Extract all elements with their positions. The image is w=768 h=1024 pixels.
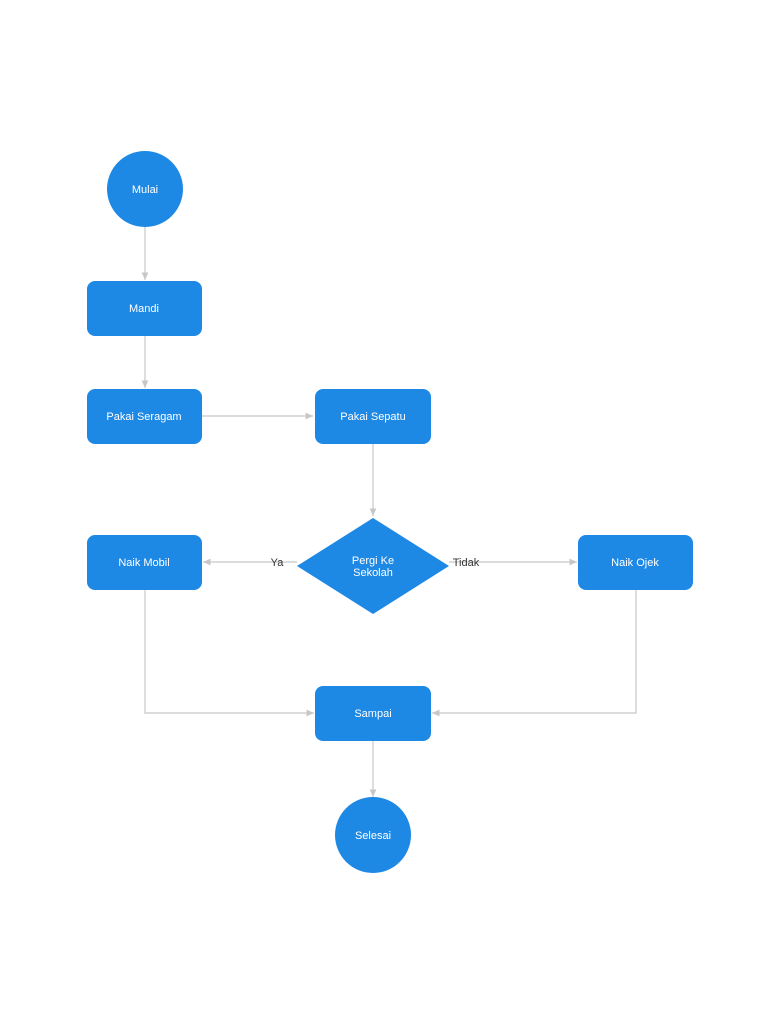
node-pakai-seragam: Pakai Seragam (87, 389, 202, 444)
edge-naik-ojek-to-sampai (432, 590, 637, 717)
pakai-seragam-box (87, 389, 202, 444)
edge-naik-mobil-to-sampai (144, 590, 314, 717)
decision-label-line1: Pergi Ke (352, 555, 394, 567)
start-circle (107, 151, 183, 227)
node-end: Selesai (335, 797, 411, 873)
decision-label-line2: Sekolah (353, 567, 393, 579)
naik-mobil-label: Naik Mobil (118, 557, 169, 569)
pakai-sepatu-box (315, 389, 431, 444)
decision-diamond (297, 518, 449, 614)
mandi-box (87, 281, 202, 336)
naik-mobil-box (87, 535, 202, 590)
sampai-box (315, 686, 431, 741)
node-naik-mobil: Naik Mobil (87, 535, 202, 590)
naik-ojek-box (578, 535, 693, 590)
pakai-sepatu-label: Pakai Sepatu (340, 411, 405, 423)
naik-ojek-label: Naik Ojek (611, 557, 659, 569)
edge-label-tidak: Tidak (453, 557, 480, 569)
node-mandi: Mandi (87, 281, 202, 336)
node-decision: Pergi Ke Sekolah (297, 518, 449, 614)
edges (141, 226, 637, 797)
node-start: Mulai (107, 151, 183, 227)
end-circle (335, 797, 411, 873)
mandi-label: Mandi (129, 303, 159, 315)
pakai-seragam-label: Pakai Seragam (106, 411, 181, 423)
start-label: Mulai (132, 184, 158, 196)
node-naik-ojek: Naik Ojek (578, 535, 693, 590)
sampai-label: Sampai (354, 708, 391, 720)
node-pakai-sepatu: Pakai Sepatu (315, 389, 431, 444)
edge-label-ya: Ya (271, 557, 285, 569)
node-sampai: Sampai (315, 686, 431, 741)
end-label: Selesai (355, 830, 391, 842)
